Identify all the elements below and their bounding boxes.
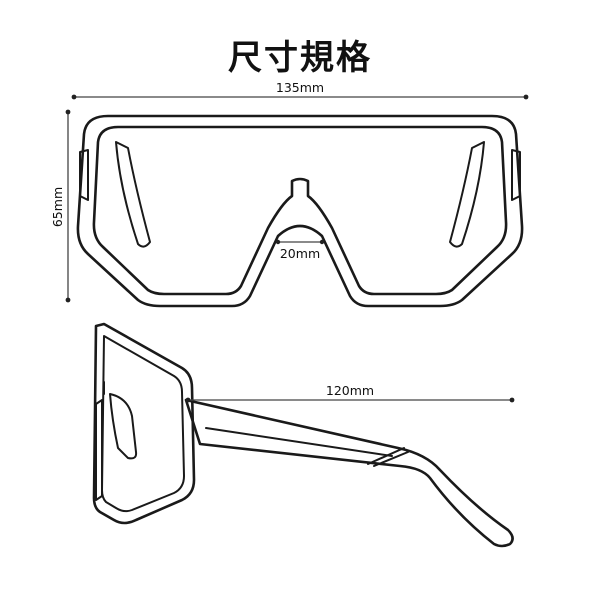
height-label: 65mm bbox=[50, 187, 65, 227]
temple-tip-divider-2 bbox=[373, 451, 409, 467]
width-label: 135mm bbox=[276, 80, 324, 95]
bridge-dimension-end bbox=[319, 239, 325, 245]
temple-tip-divider bbox=[367, 447, 405, 465]
page-title: 尺寸規格 bbox=[228, 38, 372, 78]
height-dimension: 65mm bbox=[50, 109, 71, 303]
width-dimension-end bbox=[523, 94, 529, 100]
bridge-dimension: 20mm bbox=[275, 239, 325, 261]
temple-inner-line bbox=[205, 427, 393, 457]
bridge-dimension-start bbox=[275, 239, 281, 245]
front-view: 20mm bbox=[76, 114, 524, 308]
width-dimension: 135mm bbox=[71, 80, 529, 100]
height-dimension-end bbox=[65, 297, 71, 303]
front-frame-inner bbox=[92, 125, 508, 296]
side-frame-inner bbox=[101, 335, 185, 513]
temple-arm bbox=[184, 398, 514, 548]
temple-length-label: 120mm bbox=[326, 383, 374, 398]
temple-length-dimension-start bbox=[185, 397, 191, 403]
left-inner-arm bbox=[115, 141, 151, 248]
temple-length-dimension-end bbox=[509, 397, 515, 403]
nose-pad bbox=[109, 393, 138, 460]
right-inner-arm bbox=[449, 141, 485, 248]
bridge-label: 20mm bbox=[280, 246, 320, 261]
front-frame-outer bbox=[76, 114, 524, 308]
side-view: 120mm bbox=[92, 322, 515, 548]
temple-length-dimension: 120mm bbox=[185, 383, 515, 403]
frame-edge-strip bbox=[95, 399, 103, 501]
width-dimension-start bbox=[71, 94, 77, 100]
height-dimension-start bbox=[65, 109, 71, 115]
side-frame-outer bbox=[92, 322, 196, 525]
